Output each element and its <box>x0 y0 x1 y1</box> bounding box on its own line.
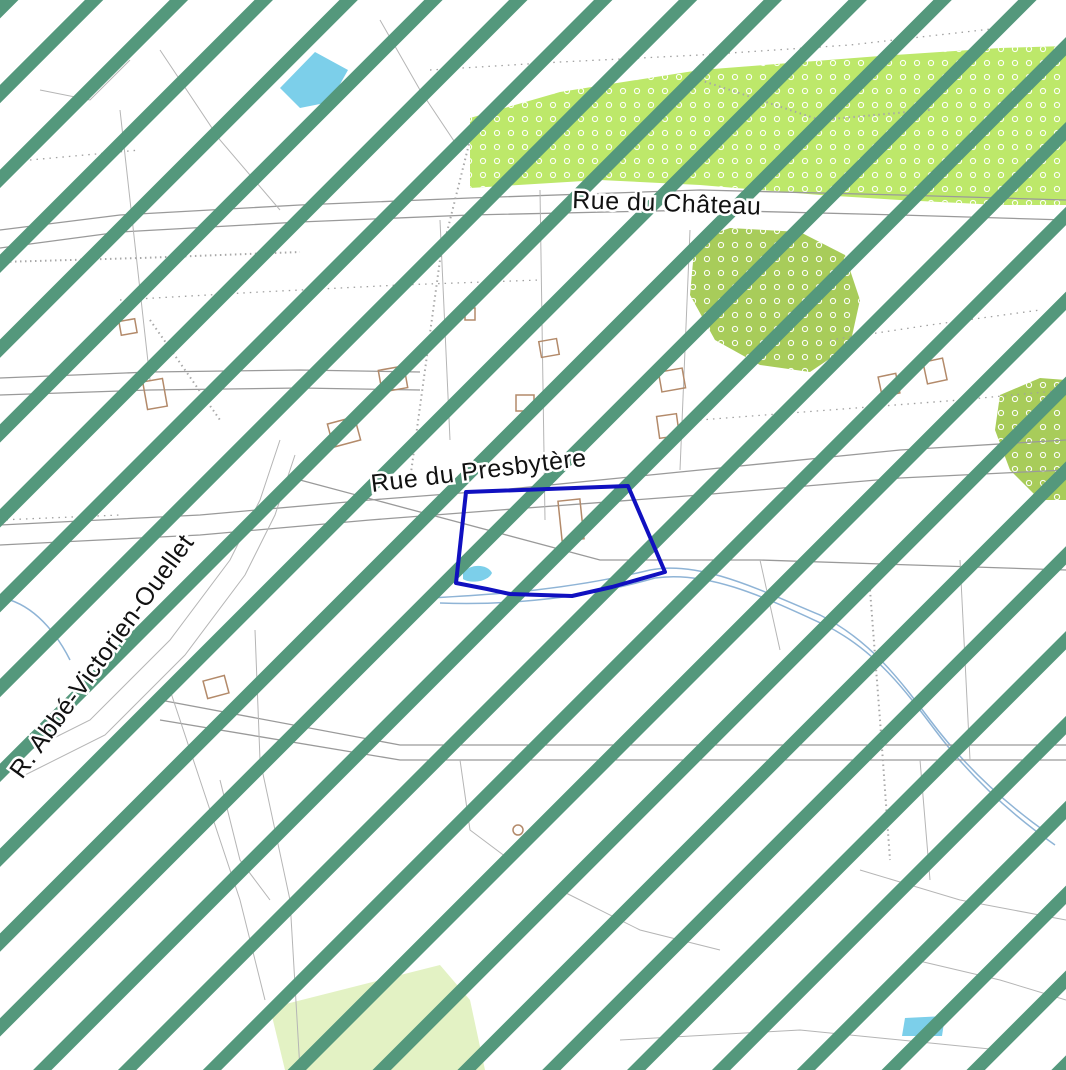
selected-parcel-outline[interactable] <box>454 484 667 598</box>
